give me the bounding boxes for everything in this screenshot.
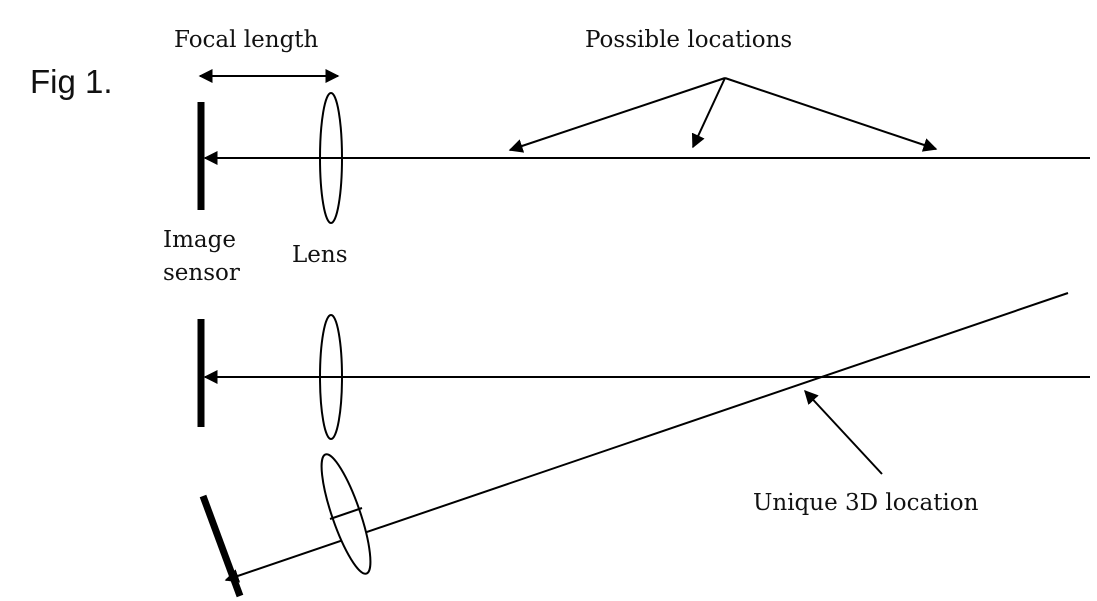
- pointer-unique-location: [804, 389, 883, 475]
- camera-top: [197, 92, 1090, 224]
- focal-length-label: Focal length: [174, 27, 319, 53]
- unique-location-label: Unique 3D location: [753, 490, 979, 516]
- figure-label: Fig 1.: [30, 63, 113, 100]
- pointer-location-left: [508, 77, 726, 153]
- image-sensor-bottom: [199, 494, 244, 598]
- camera-middle: [197, 314, 1090, 440]
- possible-locations-label: Possible locations: [585, 27, 792, 53]
- ray-bottom-through-lens: [329, 507, 363, 520]
- pointer-location-right: [724, 77, 938, 152]
- image-sensor-label-line2: sensor: [163, 260, 240, 286]
- camera-bottom: [199, 292, 1069, 598]
- pointer-location-middle: [691, 77, 726, 149]
- possible-location-pointers: [508, 77, 938, 153]
- lens-label: Lens: [292, 242, 348, 268]
- image-sensor-label-line1: Image: [163, 227, 236, 253]
